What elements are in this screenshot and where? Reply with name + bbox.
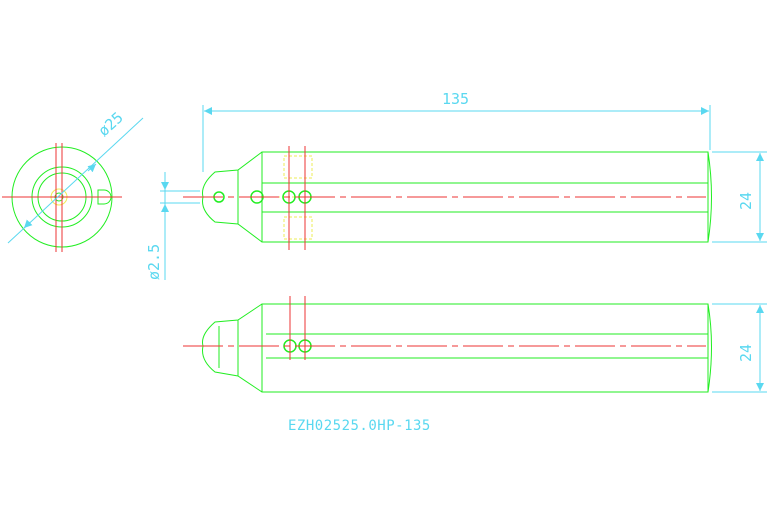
side-view-body <box>261 303 709 393</box>
height-24-label: 24 <box>737 192 755 210</box>
side-height-24-label: 24 <box>737 344 755 362</box>
diameter-25-arrow-b <box>87 163 97 173</box>
top-view: 135 24 ø2.5 <box>145 90 767 280</box>
side-view-end-cap <box>707 303 712 393</box>
diameter-2-5-label: ø2.5 <box>145 244 163 280</box>
length-135-label: 135 <box>442 90 469 108</box>
diameter-25-arrow-a <box>23 219 33 229</box>
side-view-head-outline <box>202 303 263 393</box>
side-view: 24 <box>183 296 767 393</box>
end-view: ø25 <box>2 108 144 252</box>
end-view-slot <box>97 189 112 205</box>
top-view-end-cap <box>707 151 712 243</box>
hidden-feature-lower <box>283 216 313 240</box>
part-number-label: EZH02525.0HP-135 <box>288 418 431 434</box>
side-view-flat <box>266 333 708 359</box>
hidden-feature-upper <box>283 155 313 179</box>
diameter-25-label: ø25 <box>95 108 127 140</box>
